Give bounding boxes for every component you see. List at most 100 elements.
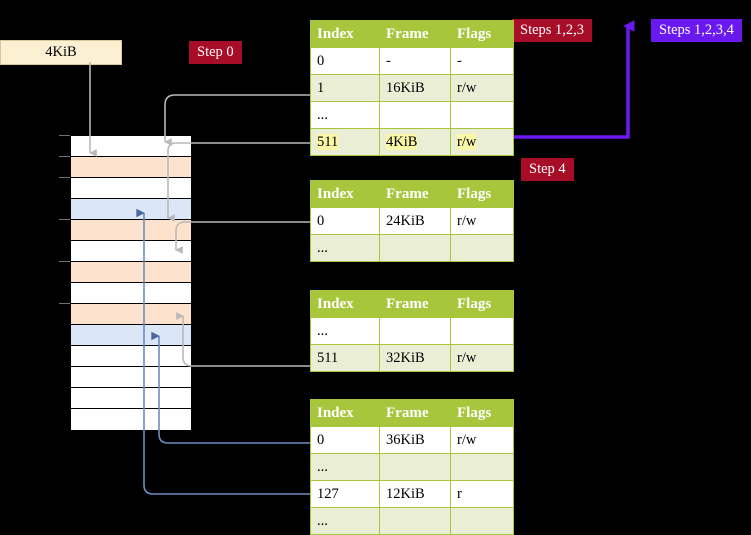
cell-text: ... xyxy=(317,240,328,256)
table-cell-index: ... xyxy=(310,234,380,262)
table-cell-frame xyxy=(379,234,451,262)
table-cell-frame: 24KiB xyxy=(379,207,451,235)
badge-step-0: Step 0 xyxy=(189,41,242,64)
cell-text: 12KiB xyxy=(386,486,425,502)
table-cell-flags: - xyxy=(450,47,514,75)
badge-steps-1-2-3: Steps 1,2,3 xyxy=(512,19,593,42)
column-header-index: Index xyxy=(310,180,380,208)
badge-steps-1-2-3-4: Steps 1,2,3,4 xyxy=(651,19,742,42)
table-cell-index: 127 xyxy=(310,480,380,508)
cell-text: 1 xyxy=(317,80,325,96)
memory-frame-row xyxy=(71,388,191,409)
table-cell-index: 0 xyxy=(310,426,380,454)
memory-frame-row xyxy=(71,241,191,262)
memory-frame-row xyxy=(71,157,191,178)
badge-step-4: Step 4 xyxy=(521,158,574,181)
cell-text: r/w xyxy=(457,213,477,229)
memory-tick xyxy=(59,303,70,304)
memory-frame-row xyxy=(71,220,191,241)
table-cell-frame: 36KiB xyxy=(379,426,451,454)
cell-text: r/w xyxy=(457,350,477,366)
table-row: ... xyxy=(310,507,514,535)
column-header-frame: Frame xyxy=(379,399,451,427)
table-cell-flags: r/w xyxy=(450,344,514,372)
table-cell-index: ... xyxy=(310,317,380,345)
cell-text: ... xyxy=(317,513,328,529)
cell-text: r xyxy=(457,486,462,502)
connector-level3-row0-to-memory xyxy=(175,221,312,254)
table-cell-frame: 16KiB xyxy=(379,74,451,102)
table-cell-index: ... xyxy=(310,101,380,129)
memory-frame-row xyxy=(71,136,191,157)
table-cell-flags: r/w xyxy=(450,128,514,156)
memory-frame-row xyxy=(71,325,191,346)
table-cell-flags xyxy=(450,453,514,481)
cell-text: 511 xyxy=(317,134,339,150)
cell-text: - xyxy=(386,53,391,69)
memory-frame-row xyxy=(71,283,191,304)
table-cell-index: ... xyxy=(310,507,380,535)
table-row: ... xyxy=(310,234,514,262)
table-row: 127 12KiB r xyxy=(310,480,514,508)
memory-frame-row xyxy=(71,199,191,220)
column-header-flags: Flags xyxy=(450,399,514,427)
column-header-index: Index xyxy=(310,290,380,318)
cell-text: r/w xyxy=(457,134,477,150)
column-header-flags: Flags xyxy=(450,290,514,318)
cell-text: - xyxy=(457,53,462,69)
table-cell-frame xyxy=(379,101,451,129)
memory-tick xyxy=(59,177,70,178)
table-row: ... xyxy=(310,317,514,345)
column-header-index: Index xyxy=(310,399,380,427)
table-cell-flags xyxy=(450,317,514,345)
cell-text: 4KiB xyxy=(386,134,418,150)
memory-frame-row xyxy=(71,262,191,283)
column-header-frame: Frame xyxy=(379,20,451,48)
table-cell-flags: r xyxy=(450,480,514,508)
memory-frame-row xyxy=(71,178,191,199)
cell-text: ... xyxy=(317,323,328,339)
physical-memory-column xyxy=(70,135,191,430)
memory-frame-label-4kib: 4KiB xyxy=(0,40,122,65)
column-header-frame: Frame xyxy=(379,180,451,208)
table-row: 0 - - xyxy=(310,47,514,75)
table-cell-index: 511 xyxy=(310,344,380,372)
cell-text: 16KiB xyxy=(386,80,425,96)
cell-text: 0 xyxy=(317,53,325,69)
table-row: 511 4KiB r/w xyxy=(310,128,514,156)
table-cell-frame: 4KiB xyxy=(379,128,451,156)
column-header-flags: Flags xyxy=(450,20,514,48)
memory-frame-row xyxy=(71,409,191,430)
memory-tick xyxy=(59,261,70,262)
column-header-index: Index xyxy=(310,20,380,48)
table-cell-frame xyxy=(379,453,451,481)
column-header-flags: Flags xyxy=(450,180,514,208)
table-cell-index: 1 xyxy=(310,74,380,102)
memory-tick xyxy=(59,135,70,136)
table-cell-flags xyxy=(450,507,514,535)
cell-text: r/w xyxy=(457,80,477,96)
table-cell-flags xyxy=(450,234,514,262)
table-cell-index: 0 xyxy=(310,207,380,235)
table-cell-flags xyxy=(450,101,514,129)
memory-tick xyxy=(59,156,70,157)
table-row: ... xyxy=(310,453,514,481)
cell-text: ... xyxy=(317,107,328,123)
table-cell-flags: r/w xyxy=(450,74,514,102)
memory-tick xyxy=(59,219,70,220)
table-cell-frame: - xyxy=(379,47,451,75)
cell-text: 127 xyxy=(317,486,339,502)
memory-frame-row xyxy=(71,304,191,325)
table-cell-frame xyxy=(379,507,451,535)
